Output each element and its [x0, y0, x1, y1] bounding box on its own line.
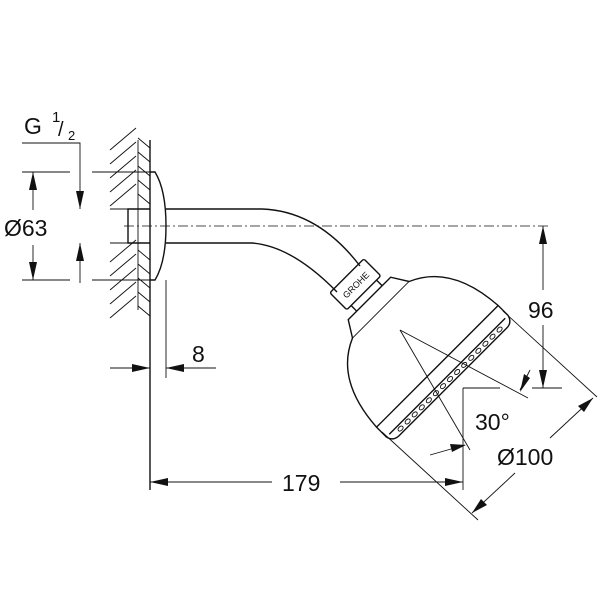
svg-text:96: 96: [528, 297, 554, 323]
logo: GROHE: [341, 270, 371, 300]
dim-angle: 30°: [399, 329, 531, 456]
nozzle: [475, 347, 482, 354]
nozzle: [425, 397, 432, 404]
svg-text:G: G: [24, 113, 42, 139]
nozzle: [489, 333, 496, 340]
shower-arm: [166, 208, 361, 293]
dim-projection: 179: [150, 388, 464, 496]
nozzle: [418, 404, 425, 411]
svg-text:8: 8: [192, 341, 205, 367]
nozzle: [411, 411, 418, 418]
connector-nut: [329, 258, 381, 310]
nozzle: [440, 383, 446, 390]
svg-text:1: 1: [52, 109, 60, 126]
nozzle: [496, 326, 503, 333]
dim-flange-diameter: Ø63: [4, 171, 150, 281]
nozzle: [397, 425, 404, 432]
dim-head-diameter: Ø100: [381, 310, 598, 521]
svg-text:2: 2: [68, 128, 75, 143]
dim-flange-depth: 8: [110, 280, 216, 378]
nozzle: [404, 418, 411, 425]
dim-drop: 96: [463, 226, 562, 389]
dim-thread: G 1 / 2: [22, 109, 84, 283]
wall-hatching: [109, 127, 151, 490]
nozzle: [482, 340, 489, 347]
nozzle: [454, 369, 461, 375]
nozzle: [468, 354, 475, 361]
svg-text:Ø63: Ø63: [4, 215, 47, 241]
svg-text:/: /: [58, 119, 64, 141]
svg-text:30°: 30°: [475, 409, 510, 435]
svg-text:Ø100: Ø100: [497, 444, 553, 470]
nozzle: [447, 376, 454, 383]
svg-text:179: 179: [282, 470, 320, 496]
